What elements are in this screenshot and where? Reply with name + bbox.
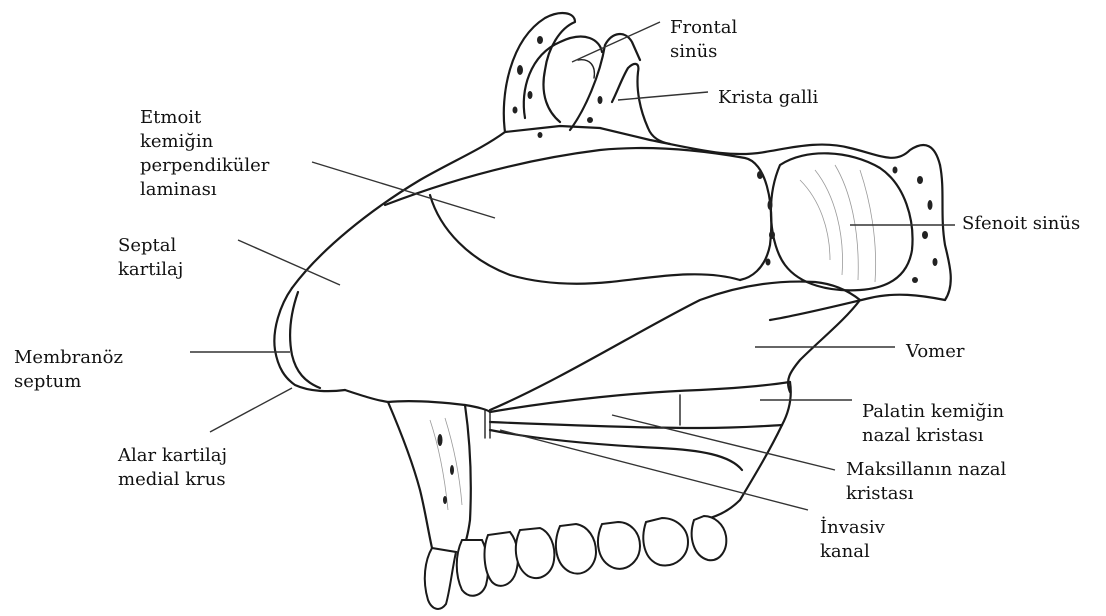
label-sphenoid-line1: Sfenoit sinüs xyxy=(962,212,1080,236)
teeth-row xyxy=(425,516,727,609)
label-palatine-line2: nazal kristası xyxy=(862,424,1004,448)
label-sphenoid-sinus: Sfenoit sinüs xyxy=(962,212,1080,236)
label-septal-line1: Septal xyxy=(118,234,183,258)
label-incisive-canal: İnvasiv kanal xyxy=(820,516,885,564)
label-incisive-line1: İnvasiv xyxy=(820,516,885,540)
label-membranous-line1: Membranöz xyxy=(14,346,123,370)
label-ethmoid-perpendicular-plate: Etmoit kemiğin perpendiküler laminası xyxy=(140,106,269,202)
label-frontal-sinus: Frontal sinüs xyxy=(670,16,737,64)
label-membranous-line2: septum xyxy=(14,370,123,394)
label-frontal-sinus-line1: Frontal xyxy=(670,16,737,40)
label-vomer-line1: Vomer xyxy=(906,340,965,364)
label-septal-line2: kartilaj xyxy=(118,258,183,282)
label-ethmoid-line1: Etmoit xyxy=(140,106,269,130)
label-palatine-line1: Palatin kemiğin xyxy=(862,400,1004,424)
label-palatine-nasal-crest: Palatin kemiğin nazal kristası xyxy=(862,400,1004,448)
label-alar-cartilage-medial-crus: Alar kartilaj medial krus xyxy=(118,444,227,492)
label-septal-cartilage: Septal kartilaj xyxy=(118,234,183,282)
label-alar-line2: medial krus xyxy=(118,468,227,492)
label-membranous-septum: Membranöz septum xyxy=(14,346,123,394)
frontal-sinus-drawing xyxy=(504,13,670,144)
label-ethmoid-line2: kemiğin xyxy=(140,130,269,154)
label-crista-galli-line1: Krista galli xyxy=(718,86,818,110)
label-frontal-sinus-line2: sinüs xyxy=(670,40,737,64)
label-vomer: Vomer xyxy=(906,340,965,364)
label-maxilla-line1: Maksillanın nazal xyxy=(846,458,1006,482)
label-ethmoid-line4: laminası xyxy=(140,178,269,202)
label-crista-galli: Krista galli xyxy=(718,86,818,110)
label-alar-line1: Alar kartilaj xyxy=(118,444,227,468)
label-ethmoid-line3: perpendiküler xyxy=(140,154,269,178)
label-maxilla-line2: kristası xyxy=(846,482,1006,506)
label-maxilla-nasal-crest: Maksillanın nazal kristası xyxy=(846,458,1006,506)
label-incisive-line2: kanal xyxy=(820,540,885,564)
leader-lines xyxy=(190,22,955,510)
